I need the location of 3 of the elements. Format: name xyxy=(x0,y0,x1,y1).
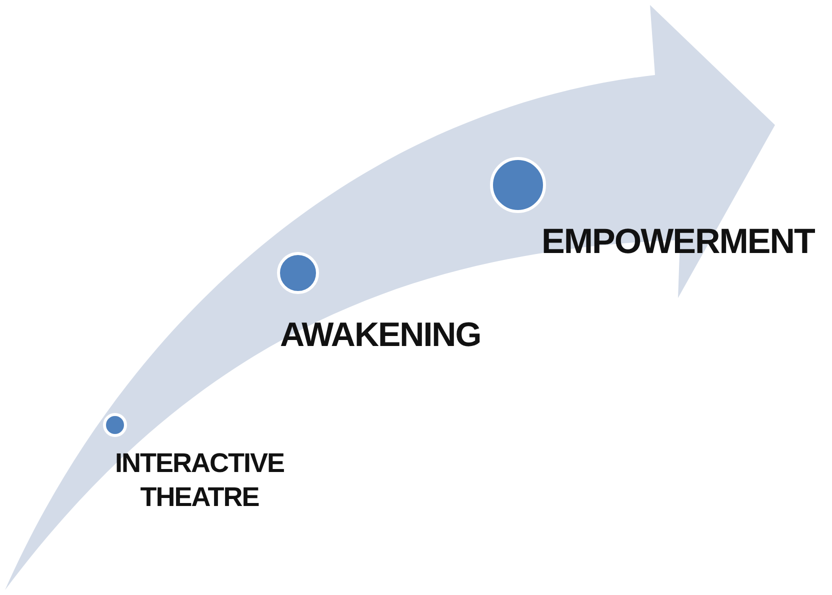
stage-label: AWAKENING xyxy=(280,315,478,356)
stage-label: EMPOWERMENT xyxy=(540,221,816,263)
stage-label: INTERACTIVE THEATRE xyxy=(114,447,285,514)
